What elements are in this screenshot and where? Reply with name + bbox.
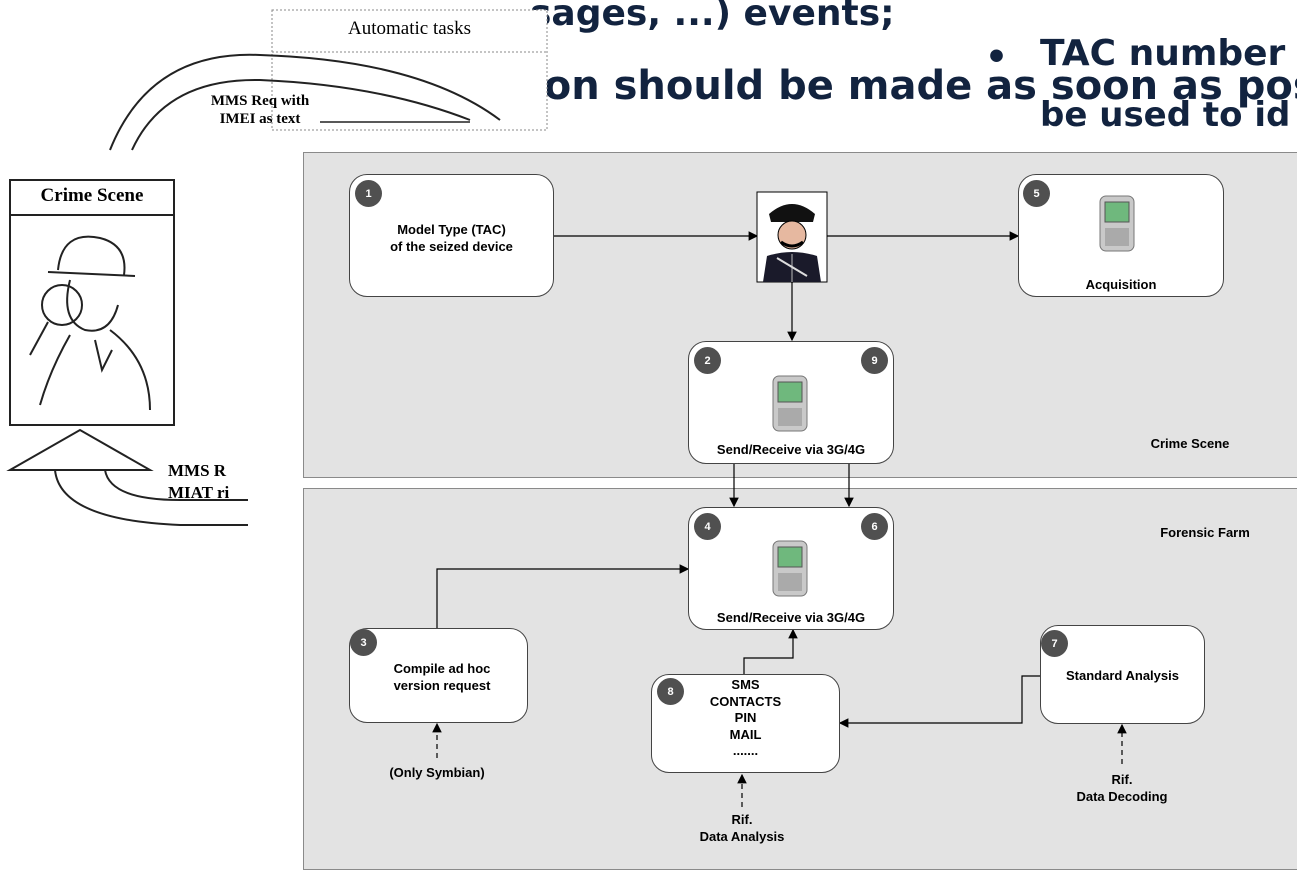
node-4-badge: 4 (694, 513, 721, 540)
automatic-tasks-label: Automatic tasks (348, 18, 471, 39)
node-2-badge: 2 (694, 347, 721, 374)
slide-bullet-text-2: be used to id (1040, 95, 1291, 135)
phone-icon (772, 540, 808, 597)
slide-line-1: sages, ...) events; (530, 0, 895, 34)
detective-icon (29, 235, 151, 411)
forensic-farm-panel-label: Forensic Farm (1160, 525, 1250, 540)
crime-scene-panel-label: Crime Scene (1150, 436, 1230, 451)
node-8-note: Rif. Data Analysis (699, 812, 785, 844)
node-1-label: Model Type (TAC) of the seized device (390, 222, 513, 254)
node-3-note: (Only Symbian) (389, 765, 485, 780)
node-5-badge: 5 (1023, 180, 1050, 207)
node-8-label: SMS CONTACTS PIN MAIL ....... (709, 677, 782, 758)
node-5-label: Acquisition (1085, 277, 1157, 292)
node-1-box (349, 174, 554, 297)
node-3-badge: 3 (350, 629, 377, 656)
node-3-label: Compile ad hoc version request (393, 661, 491, 693)
node-6-badge: 6 (861, 513, 888, 540)
node-7-note: Rif. Data Decoding (1076, 772, 1168, 804)
node-7-badge: 7 (1041, 630, 1068, 657)
police-officer-icon (756, 191, 828, 283)
node-3-box (349, 628, 528, 723)
mms-r-bottom-label: MMS R MIAT ri (168, 461, 230, 502)
phone-icon (772, 375, 808, 432)
node-8-badge: 8 (657, 678, 684, 705)
node-9-badge: 9 (861, 347, 888, 374)
node-2-9-label: Send/Receive via 3G/4G (716, 442, 866, 457)
node-4-6-label: Send/Receive via 3G/4G (716, 610, 866, 625)
phone-icon (1099, 195, 1135, 252)
mms-req-top-label: MMS Req with IMEI as text (210, 93, 310, 127)
crime-scene-frame-label: Crime Scene (40, 185, 144, 206)
slide-bullet: • (985, 37, 1009, 78)
node-7-label: Standard Analysis (1066, 668, 1179, 683)
node-1-badge: 1 (355, 180, 382, 207)
slide-line-2: ion should be made as soon as pos (530, 63, 1297, 109)
slide-bullet-text-1: TAC number ( (1040, 33, 1297, 74)
